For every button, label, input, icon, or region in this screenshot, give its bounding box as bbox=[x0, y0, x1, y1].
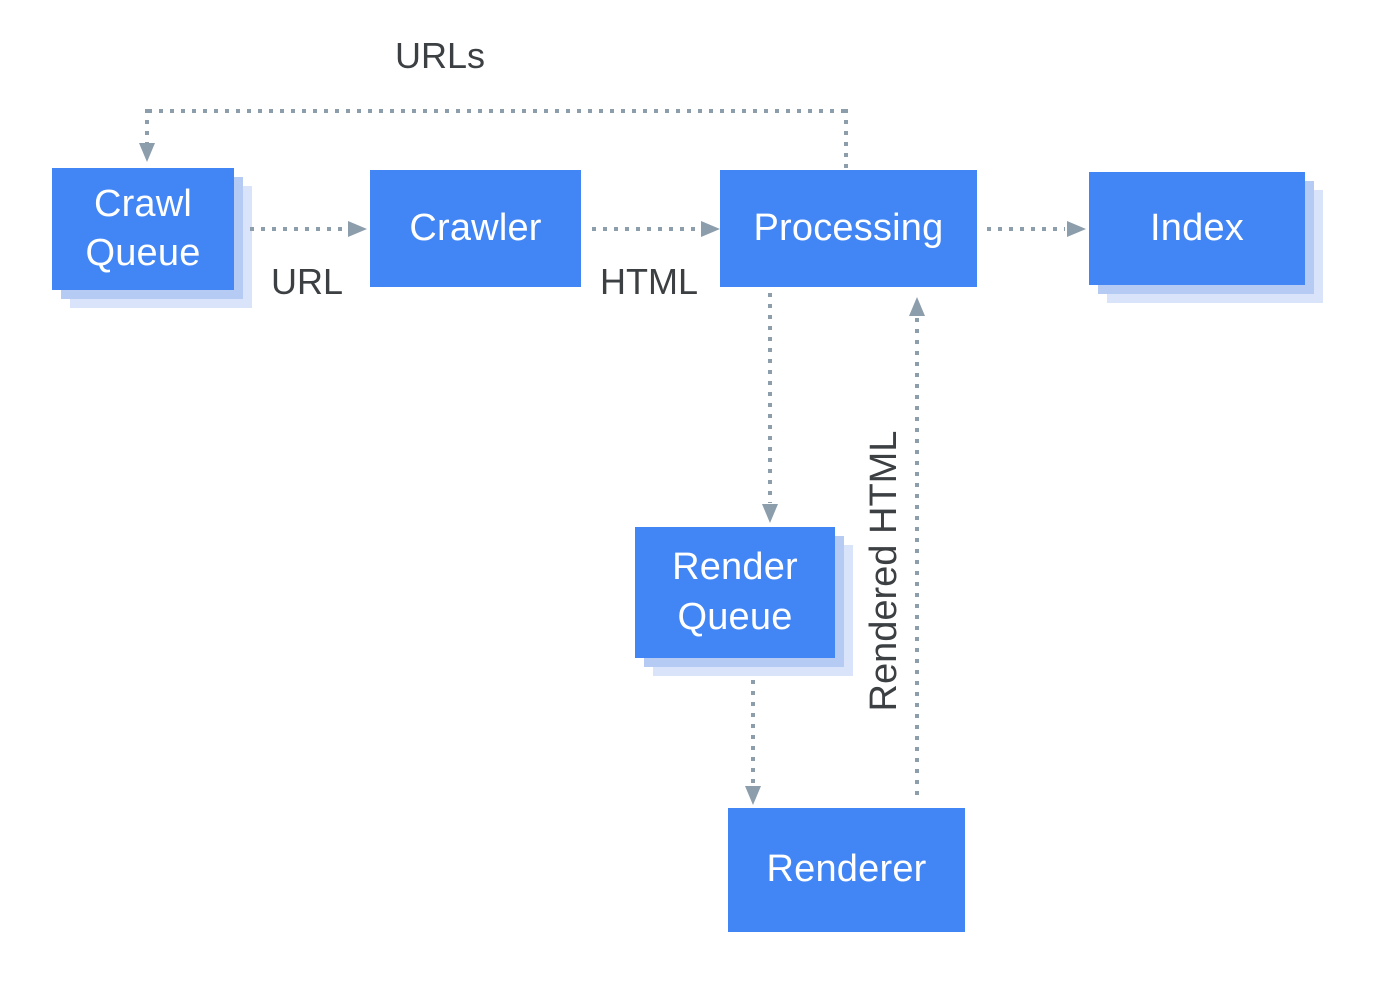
arrowhead-up-into-processing bbox=[909, 297, 925, 316]
node-crawler-label: Crawler bbox=[409, 206, 542, 249]
node-renderer: Renderer bbox=[728, 808, 965, 932]
node-processing: Processing bbox=[720, 170, 977, 287]
connector-renderer-to-processing bbox=[915, 318, 919, 800]
edge-label-rendered-html: Rendered HTML bbox=[863, 430, 905, 712]
connector-renderqueue-to-renderer bbox=[751, 680, 755, 786]
node-crawl-queue-label-line2: Queue bbox=[85, 232, 201, 274]
arrowhead-down-into-renderqueue bbox=[762, 504, 778, 523]
node-render-queue-label-line2: Queue bbox=[677, 595, 793, 638]
node-crawl-queue-label-line1: Crawl bbox=[93, 182, 193, 225]
node-render-queue-label-line1: Render bbox=[672, 546, 798, 589]
connector-processing-to-renderqueue bbox=[768, 293, 772, 503]
connector-crawlqueue-to-crawler bbox=[250, 227, 346, 231]
node-render-queue: Render Queue bbox=[635, 527, 835, 658]
edge-label-urls: URLs bbox=[394, 35, 486, 76]
connector-processing-to-index bbox=[987, 227, 1065, 231]
arrowhead-right-into-index bbox=[1067, 221, 1086, 237]
arrowhead-right-into-crawler bbox=[348, 221, 367, 237]
connector-feedback-horizontal bbox=[148, 109, 846, 113]
node-processing-label: Processing bbox=[753, 206, 944, 249]
node-index-label: Index bbox=[1150, 206, 1244, 249]
connector-feedback-left-vertical bbox=[145, 109, 149, 143]
arrowhead-down-into-renderer bbox=[745, 786, 761, 805]
node-crawler: Crawler bbox=[370, 170, 581, 287]
edge-label-html: HTML bbox=[600, 261, 698, 302]
connector-crawler-to-processing bbox=[592, 227, 700, 231]
node-index: Index bbox=[1089, 172, 1305, 285]
arrowhead-down-into-crawl-queue bbox=[139, 143, 155, 162]
arrowhead-right-into-processing bbox=[701, 221, 720, 237]
node-renderer-label: Renderer bbox=[766, 848, 927, 891]
edge-label-url: URL bbox=[270, 261, 344, 302]
node-crawl-queue: Crawl Queue bbox=[52, 168, 234, 290]
connector-feedback-right-vertical bbox=[844, 109, 848, 170]
